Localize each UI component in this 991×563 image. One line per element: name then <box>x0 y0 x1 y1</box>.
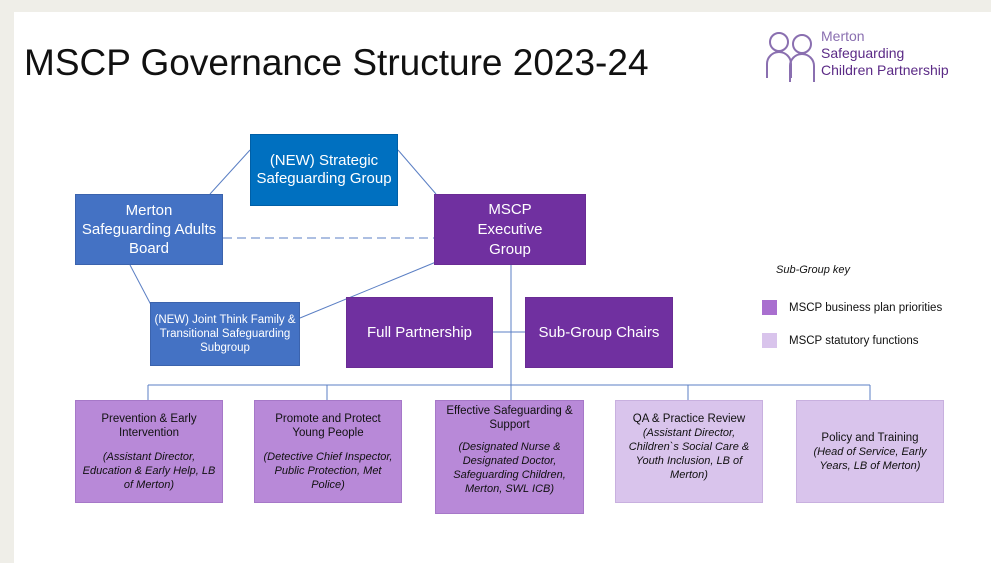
key-label-statutory: MSCP statutory functions <box>789 334 919 347</box>
subgroup-name: Promote and Protect Young People <box>275 412 381 439</box>
subgroup-role: (Detective Chief Inspector, Public Prote… <box>263 450 393 491</box>
subgroup-name: Prevention & Early Intervention <box>101 412 197 439</box>
key-title: Sub-Group key <box>776 264 850 276</box>
logo-line-3: Children Partnership <box>821 62 949 78</box>
key-label-priorities: MSCP business plan priorities <box>789 301 943 314</box>
executive-to-joint-line <box>299 261 437 319</box>
subgroup-box-policy-training: Policy and Training (Head of Service, Ea… <box>796 400 944 503</box>
key-swatch-priorities <box>762 300 777 315</box>
logo: Merton Safeguarding Children Partnership <box>764 28 979 98</box>
executive-group-box: MSCP Executive Group <box>434 194 586 265</box>
full-partnership-box: Full Partnership <box>346 297 493 368</box>
subgroup-box-prevention: Prevention & Early Intervention (Assista… <box>75 400 223 503</box>
key-swatch-statutory <box>762 333 777 348</box>
key-item-priorities: MSCP business plan priorities <box>762 300 942 315</box>
joint-think-family-box: (NEW) Joint Think Family & Transitional … <box>150 302 300 366</box>
strategic-group-box: (NEW) Strategic Safeguarding Group <box>250 134 398 206</box>
strategic-to-executive-line <box>397 149 437 195</box>
strategic-to-adults-line <box>209 149 251 195</box>
subgroup-role: (Assistant Director, Education & Early H… <box>82 450 216 491</box>
subgroup-chairs-box: Sub-Group Chairs <box>525 297 673 368</box>
subgroup-name: Effective Safeguarding & Support <box>446 405 573 431</box>
subgroup-role: (Assistant Director, Children`s Social C… <box>628 427 750 481</box>
subgroup-box-promote-protect: Promote and Protect Young People (Detect… <box>254 400 402 503</box>
subgroup-name: QA & Practice Review <box>632 413 746 425</box>
adults-board-label: Merton Safeguarding Adults Board <box>81 202 217 257</box>
people-logo-icon <box>766 32 815 82</box>
executive-group-label: MSCP Executive Group <box>477 200 543 258</box>
subgroup-chairs-label: Sub-Group Chairs <box>538 324 660 341</box>
joint-think-family-label: (NEW) Joint Think Family & Transitional … <box>154 314 296 354</box>
page-title: MSCP Governance Structure 2023-24 <box>24 42 649 83</box>
full-partnership-label: Full Partnership <box>366 324 473 341</box>
logo-line-1: Merton <box>821 28 865 44</box>
logo-line-2: Safeguarding <box>821 45 905 61</box>
subgroup-box-effective-safeguarding: Effective Safeguarding & Support (Design… <box>435 400 584 514</box>
subgroup-role: (Head of Service, Early Years, LB of Mer… <box>813 445 927 472</box>
logo-text: Merton Safeguarding Children Partnership <box>821 28 949 79</box>
adults-board-box: Merton Safeguarding Adults Board <box>75 194 223 265</box>
subgroup-role: (Designated Nurse & Designated Doctor, S… <box>453 441 566 495</box>
strategic-group-label: (NEW) Strategic Safeguarding Group <box>256 152 392 187</box>
subgroup-name: Policy and Training <box>821 431 919 444</box>
subgroup-box-qa-practice-review: QA & Practice Review (Assistant Director… <box>615 400 763 503</box>
key-item-statutory: MSCP statutory functions <box>762 333 919 348</box>
